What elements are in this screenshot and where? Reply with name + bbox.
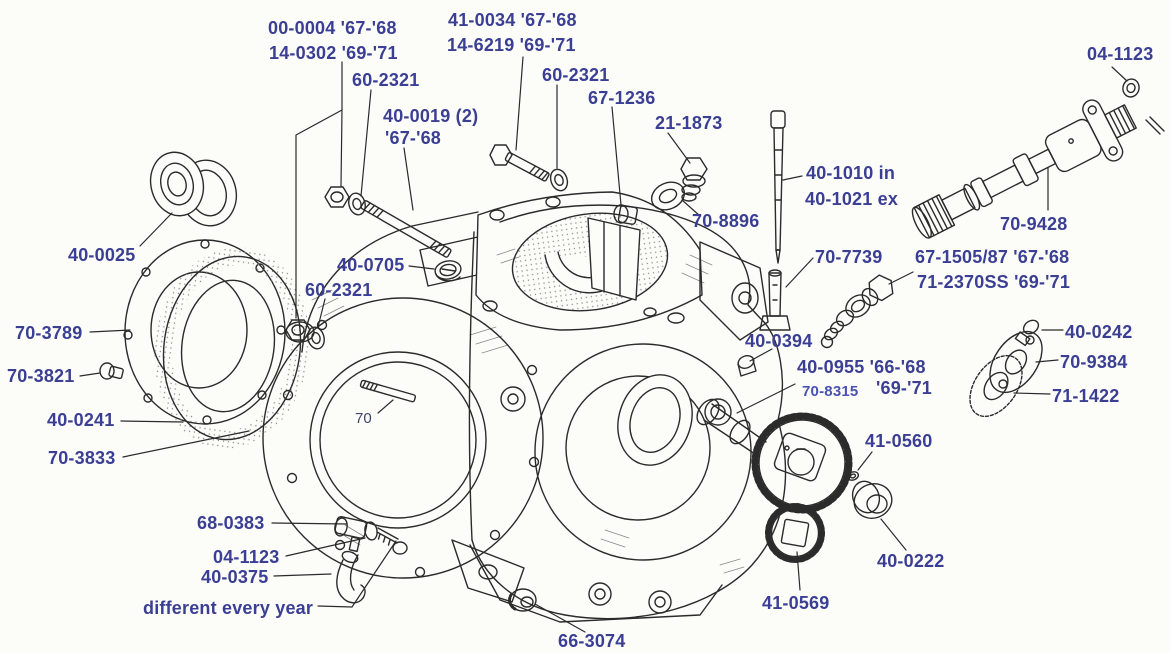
part-shaft-pin (1145, 116, 1165, 135)
part-label-40-0222: 40-0222 (877, 551, 945, 571)
part-label-60-2321-a: 60-2321 (352, 70, 420, 90)
part-label-71-2370: 71-2370SS '69-'71 (917, 272, 1071, 292)
part-timing-gear (751, 412, 853, 514)
part-label-40-0019-years: '67-'68 (385, 128, 441, 148)
part-crankcase-right (451, 204, 787, 623)
part-label-67-1505: 67-1505/87 '67-'68 (915, 247, 1070, 267)
part-label-40-0705: 40-0705 (337, 255, 405, 275)
part-label-04-1123-top: 04-1123 (1087, 44, 1154, 64)
part-label-71-1422: 71-1422 (1052, 386, 1120, 406)
part-label-70-8896: 70-8896 (692, 211, 760, 231)
hatching (311, 248, 745, 574)
part-label-14-0302: 14-0302 '69-'71 (269, 43, 398, 63)
part-label-70-9428: 70-9428 (1000, 214, 1068, 234)
part-label-40-0242: 40-0242 (1065, 322, 1133, 342)
part-label-60-2321-c: 60-2321 (305, 280, 373, 300)
part-bolt-04-1123-bottom (364, 521, 408, 555)
part-label-66-3074: 66-3074 (558, 631, 626, 651)
part-flange-gasket-71-1422 (969, 354, 1023, 418)
part-bolt-40-0242 (1014, 319, 1040, 347)
part-label-67-1236: 67-1236 (588, 88, 656, 108)
leader-lines (79, 56, 1128, 633)
part-label-70-3833: 70-3833 (48, 448, 116, 468)
part-label-00-0004: 00-0004 '67-'68 (268, 18, 397, 38)
part-pushrod (770, 110, 786, 264)
part-dowel-40-0394 (737, 355, 757, 377)
part-stud-40-0019 (360, 200, 452, 258)
part-gear-41-0569 (765, 503, 825, 563)
part-label-70-3789: 70-3789 (15, 323, 83, 343)
part-label-14-6219: 14-6219 '69-'71 (447, 35, 576, 55)
part-banjo-union-68-0383 (334, 516, 368, 553)
part-nut-washer-sets (285, 186, 366, 350)
part-label-40-0955: 40-0955 '66-'68 (797, 357, 926, 377)
part-label-70-3821: 70-3821 (7, 366, 75, 386)
part-label-70-8315-years: '69-'71 (876, 378, 932, 398)
part-washer-70-8896 (650, 181, 686, 211)
part-oil-plug-40-0705 (434, 260, 462, 282)
part-banjo-bolt-21-1873 (680, 157, 708, 202)
part-label-40-0025: 40-0025 (68, 245, 136, 265)
part-label-note-different-every-year: different every year (143, 598, 314, 618)
part-crankcase-left (262, 211, 544, 579)
part-oval-flange-70-9384 (989, 330, 1043, 394)
part-label-40-0375: 40-0375 (201, 567, 269, 587)
part-label-41-0569: 41-0569 (762, 593, 830, 613)
part-oil-seal (149, 151, 238, 227)
part-label-40-1021: 40-1021 ex (805, 189, 899, 209)
part-deck-stud (359, 379, 417, 403)
part-nut-66-3074 (508, 588, 537, 612)
part-label-04-1123-bottom: 04-1123 (213, 547, 280, 567)
part-cover-gasket (154, 247, 310, 449)
part-label-70-9384: 70-9384 (1060, 352, 1128, 372)
part-cylinder-mouth (475, 191, 703, 331)
part-tappet-70-7739 (759, 269, 791, 331)
part-label-41-0560: 41-0560 (865, 431, 933, 451)
part-breather-pipe (336, 550, 366, 604)
part-label-68-0383: 68-0383 (197, 513, 265, 533)
part-camshaft (696, 398, 767, 457)
part-label-41-0034: 41-0034 '67-'68 (448, 10, 577, 30)
part-cover-screw (99, 362, 124, 380)
part-label-40-0394: 40-0394 (745, 331, 813, 351)
part-label-40-0241: 40-0241 (47, 410, 115, 430)
part-label-21-1873: 21-1873 (655, 113, 723, 133)
part-label-70-7739: 70-7739 (815, 247, 883, 267)
part-shaft-70-9428 (911, 99, 1137, 239)
part-label-60-2321-b: 60-2321 (542, 65, 610, 85)
part-number-70-note: 70 (355, 410, 372, 427)
part-washer-41-0560 (846, 471, 860, 481)
part-label-70-8315: 70-8315 (802, 383, 859, 400)
part-washer-04-1123-top (1122, 78, 1140, 98)
part-bolt-41-0034 (489, 144, 569, 192)
part-label-40-1010: 40-1010 in (806, 163, 896, 183)
part-relief-valve (820, 274, 894, 349)
part-label-40-0019: 40-0019 (2) (383, 106, 479, 126)
part-bush-40-0222 (851, 480, 893, 519)
